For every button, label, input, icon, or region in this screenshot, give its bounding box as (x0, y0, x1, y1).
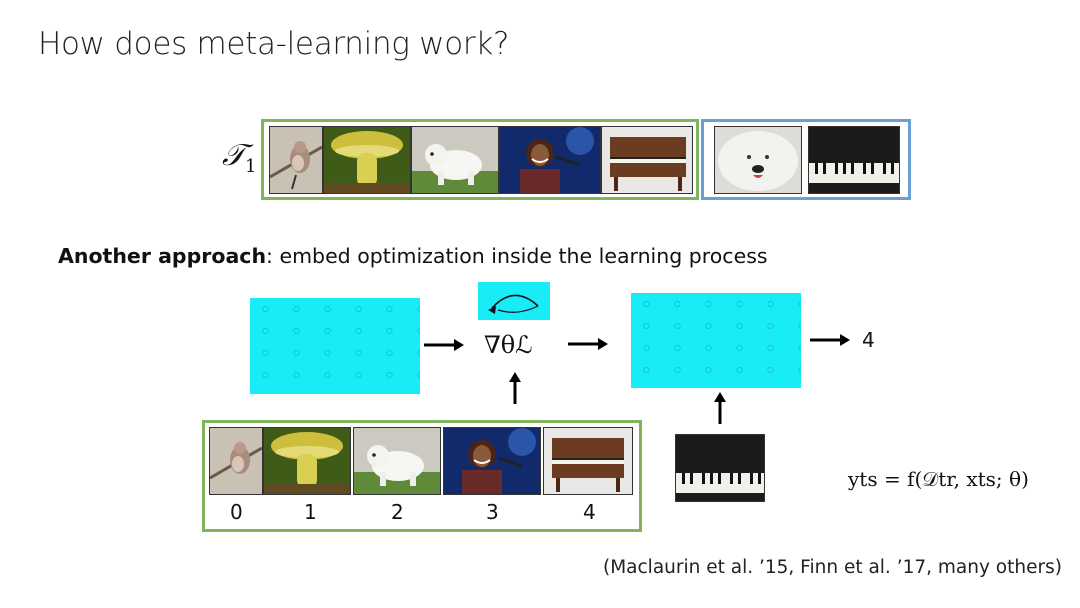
train-set-box (261, 119, 699, 200)
arrow-up-icon (714, 392, 726, 424)
citation: (Maclaurin et al. ’15, Finn et al. ’17, … (603, 557, 1062, 578)
approach-bold: Another approach (58, 244, 267, 268)
support-set-box: 0 1 2 3 4 (202, 420, 642, 532)
slide-title: How does meta-learning work? (38, 26, 510, 62)
support-singer-image (443, 427, 541, 495)
support-label: 1 (304, 500, 317, 524)
gradient-label: ∇θℒ (484, 331, 533, 359)
dog-image (411, 126, 499, 194)
loop-box (478, 282, 550, 320)
support-piano-image (543, 427, 633, 495)
piano-image (601, 126, 693, 194)
test-set-box (701, 119, 911, 200)
query-piano-image (675, 434, 765, 502)
test-dog-image (714, 126, 802, 194)
task-symbol: 𝒯 (222, 138, 245, 173)
task-label: 𝒯1 (222, 138, 256, 177)
approach-text: Another approach: embed optimization ins… (58, 244, 768, 268)
support-label: 2 (391, 500, 404, 524)
learner-panel (250, 298, 420, 394)
singer-image (499, 126, 601, 194)
support-label: 0 (230, 500, 243, 524)
adapted-panel (631, 293, 801, 388)
task-subscript: 1 (244, 156, 257, 177)
support-dog-image (353, 427, 441, 495)
loop-arrow-icon (488, 294, 539, 314)
bird-image (269, 126, 323, 194)
prediction-formula: yts = f(𝒟tr, xts; θ) (848, 467, 1029, 491)
arrow-right-icon (810, 334, 850, 346)
support-bird-image (209, 427, 263, 495)
arrow-up-icon (509, 372, 521, 404)
mushroom-image (323, 126, 411, 194)
test-piano-image (808, 126, 900, 194)
support-mushroom-image (263, 427, 351, 495)
arrow-right-icon (424, 339, 464, 351)
approach-rest: : embed optimization inside the learning… (266, 244, 768, 268)
output-value: 4 (862, 328, 875, 352)
support-label: 3 (486, 500, 499, 524)
arrow-right-icon (568, 338, 608, 350)
support-label: 4 (583, 500, 596, 524)
